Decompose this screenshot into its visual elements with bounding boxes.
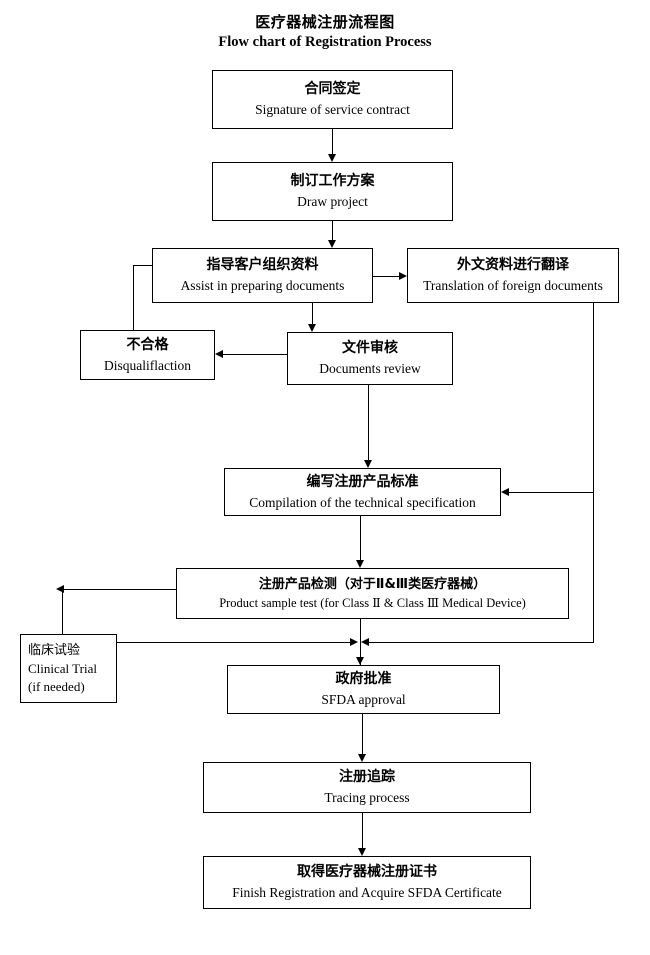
connector-clinical-to-junction (117, 642, 354, 643)
connector-draw-to-assist (332, 220, 333, 242)
node-compile-en: Compilation of the technical specificati… (249, 494, 476, 510)
node-sampletest-en: Product sample test (for Class Ⅱ & Class… (219, 596, 526, 610)
node-review-cn: 文件审核 (342, 340, 398, 356)
connector-right-rail-down (593, 492, 594, 643)
arrowhead-assist-to-review (308, 324, 316, 332)
arrowhead-clinical-to-junction (350, 638, 358, 646)
node-tracing-en: Tracing process (324, 790, 410, 805)
node-sfda-en: SFDA approval (321, 692, 406, 707)
connector-sampletest-to-clinical-vertical (62, 589, 63, 634)
node-draw-cn: 制订工作方案 (290, 173, 375, 189)
node-contract-cn: 合同签定 (304, 81, 361, 97)
node-review-en: Documents review (319, 361, 421, 376)
node-assist-in-preparing-documents[interactable]: 指导客户组织资料 Assist in preparing documents (152, 248, 373, 303)
connector-review-to-disqualify (222, 354, 287, 355)
chart-title: 医疗器械注册流程图 Flow chart of Registration Pro… (0, 12, 650, 52)
node-clinical-note: (if needed) (28, 678, 85, 694)
chart-title-cn: 医疗器械注册流程图 (255, 13, 395, 31)
node-disqualify-en: Disqualiflaction (104, 357, 191, 373)
arrowhead-sampletest-to-clinical (56, 585, 64, 593)
connector-sampletest-to-clinical-horizontal (62, 589, 176, 590)
node-tracing-process[interactable]: 注册追踪 Tracing process (203, 762, 531, 813)
connector-tracing-to-finish (362, 813, 363, 852)
node-assist-cn: 指导客户组织资料 (206, 257, 319, 273)
node-draw-project[interactable]: 制订工作方案 Draw project (212, 162, 453, 221)
arrowhead-sfda-to-tracing (358, 754, 366, 762)
arrowhead-tracing-to-finish (358, 848, 366, 856)
arrowhead-right-rail-to-junction (361, 638, 369, 646)
connector-sfda-to-tracing (362, 714, 363, 758)
node-translate-cn: 外文资料进行翻译 (457, 257, 569, 273)
connector-assist-to-translate (372, 276, 401, 277)
node-documents-review[interactable]: 文件审核 Documents review (287, 332, 453, 385)
connector-disqualify-loop-vertical (133, 265, 134, 331)
connector-compile-to-sampletest (360, 515, 361, 564)
node-compilation-of-technical-specification[interactable]: 编写注册产品标准 Compilation of the technical sp… (224, 468, 501, 516)
connector-right-rail-to-junction (368, 642, 594, 643)
connector-translate-to-compile (508, 492, 594, 493)
connector-review-to-compile (368, 385, 369, 464)
node-disqualify-cn: 不合格 (126, 336, 169, 353)
node-translation-of-foreign-documents[interactable]: 外文资料进行翻译 Translation of foreign document… (407, 248, 619, 303)
node-contract-en: Signature of service contract (255, 102, 410, 117)
arrowhead-compile-to-sampletest (356, 560, 364, 568)
node-product-sample-test[interactable]: 注册产品检测（对于Ⅱ&Ⅲ类医疗器械） Product sample test (… (176, 568, 569, 619)
node-compile-cn: 编写注册产品标准 (306, 473, 419, 490)
connector-translate-down (593, 303, 594, 493)
node-translate-en: Translation of foreign documents (423, 278, 603, 293)
arrowhead-draw-to-assist (328, 240, 336, 248)
node-finish-cn: 取得医疗器械注册证书 (297, 864, 437, 880)
node-signature-of-service-contract[interactable]: 合同签定 Signature of service contract (212, 70, 453, 129)
arrowhead-assist-to-translate (399, 272, 407, 280)
node-sfda-cn: 政府批准 (335, 671, 392, 687)
arrowhead-review-to-disqualify (215, 350, 223, 358)
node-clinical-cn: 临床试验 (28, 642, 81, 658)
node-clinical-trial[interactable]: 临床试验 Clinical Trial (if needed) (20, 634, 117, 703)
arrowhead-review-to-compile (364, 460, 372, 468)
connector-assist-to-review (312, 302, 313, 327)
connector-contract-to-draw (332, 128, 333, 156)
arrowhead-translate-to-compile (501, 488, 509, 496)
node-draw-en: Draw project (297, 194, 368, 209)
node-tracing-cn: 注册追踪 (339, 769, 395, 785)
connector-disqualify-loop-horizontal (133, 265, 153, 266)
connector-sampletest-to-sfda (360, 619, 361, 665)
node-clinical-en: Clinical Trial (28, 660, 97, 676)
node-sfda-approval[interactable]: 政府批准 SFDA approval (227, 665, 500, 714)
node-assist-en: Assist in preparing documents (180, 278, 345, 293)
node-disqualiflaction[interactable]: 不合格 Disqualiflaction (80, 330, 215, 380)
arrowhead-sampletest-to-sfda (356, 657, 364, 665)
arrowhead-contract-to-draw (328, 154, 336, 162)
node-finish-en: Finish Registration and Acquire SFDA Cer… (232, 885, 502, 900)
node-sampletest-cn: 注册产品检测（对于Ⅱ&Ⅲ类医疗器械） (258, 577, 487, 592)
chart-title-en: Flow chart of Registration Process (218, 34, 432, 50)
node-finish-registration[interactable]: 取得医疗器械注册证书 Finish Registration and Acqui… (203, 856, 531, 909)
